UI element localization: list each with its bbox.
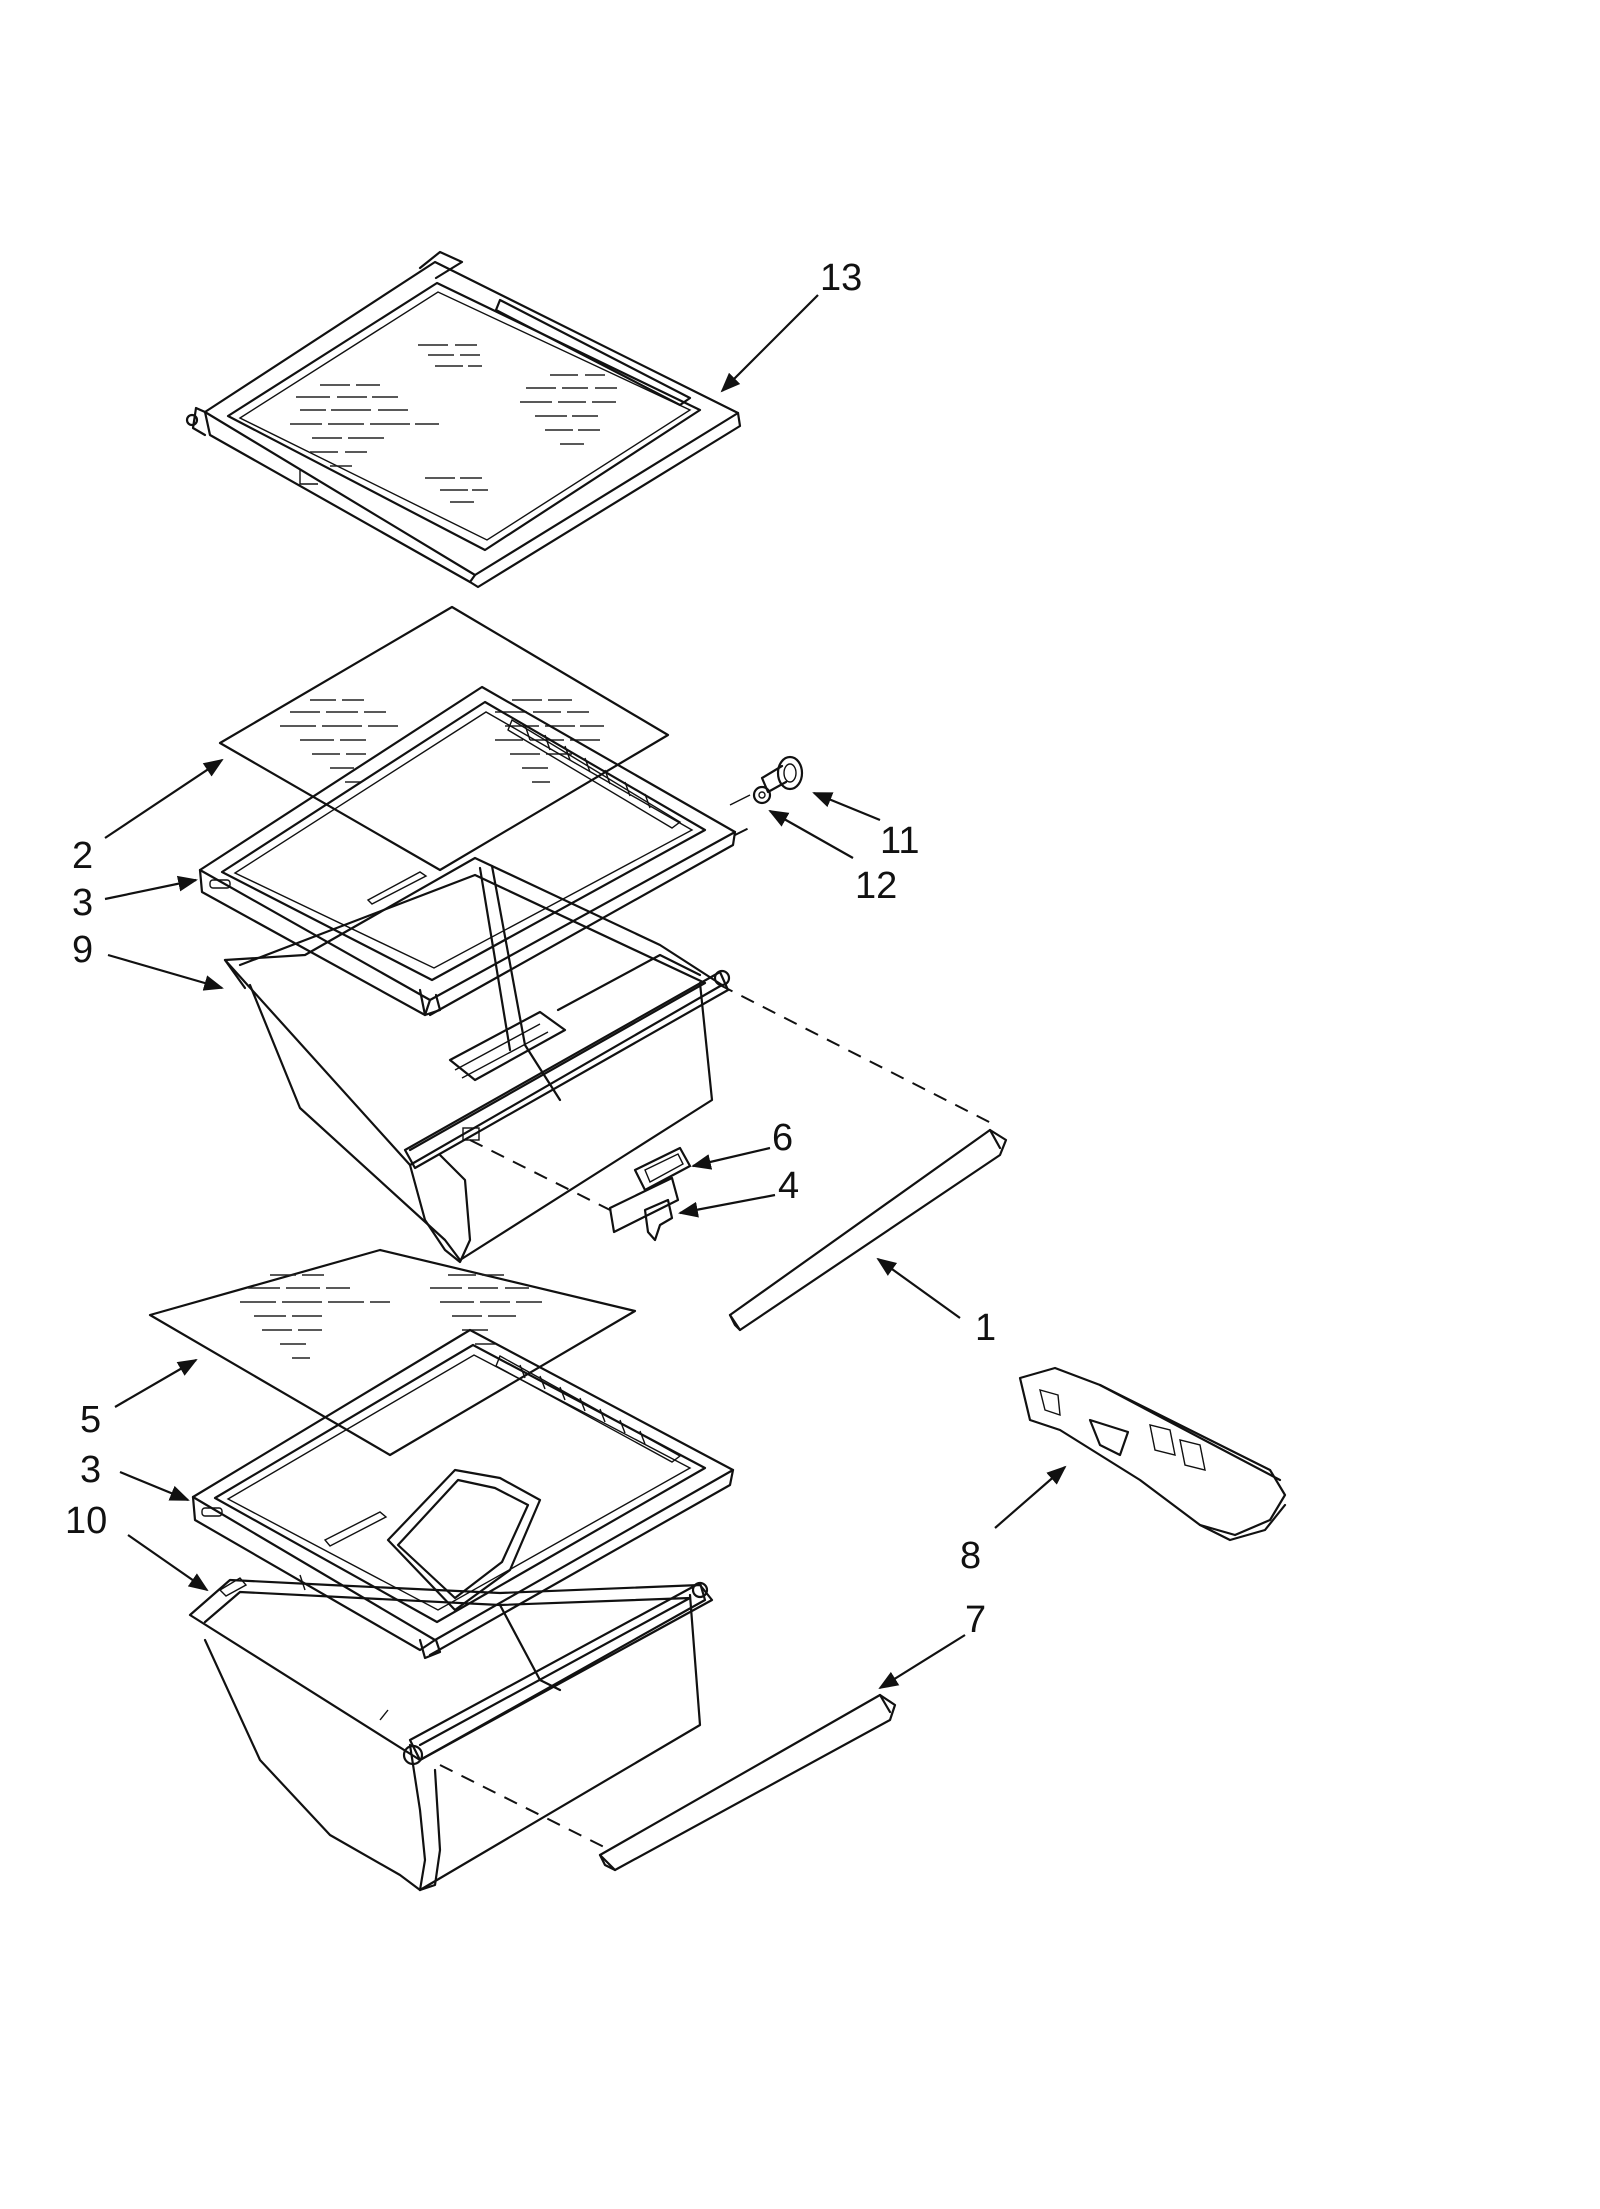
callout-10: 10 [65,1500,107,1542]
callout-labels: 13 2 3 9 11 12 6 4 1 5 3 10 8 7 [65,257,996,1641]
crisper-drawer-part-9 [223,856,731,1264]
screw-part-11 [760,755,804,794]
callout-6: 6 [772,1117,793,1159]
callout-9: 9 [72,929,93,971]
callout-3-upper: 3 [72,882,93,924]
glass-shelf-part-5 [148,1248,637,1457]
callout-3-lower: 3 [80,1449,101,1491]
callout-11: 11 [880,820,919,862]
leader-lines [104,294,1067,1690]
callout-8: 8 [960,1535,981,1577]
callout-5: 5 [80,1399,101,1441]
callout-12: 12 [855,865,897,907]
hardware-connector [729,794,751,806]
washer-part-12 [752,785,772,805]
divider-part-4 [608,1176,680,1242]
trim-part-7 [598,1693,897,1872]
assembly-lines [439,824,996,1851]
callout-13: 13 [820,257,862,299]
clip-part-6 [633,1146,692,1192]
callout-7: 7 [965,1599,986,1641]
callout-2: 2 [72,835,93,877]
glass-pattern-13 [290,344,617,503]
bracket-part-8 [1018,1366,1287,1542]
callout-1: 1 [975,1307,996,1349]
crisper-frame-part-3-upper [198,685,737,1017]
crisper-frame-part-3-lower [191,1328,735,1660]
crisper-drawer-part-10 [188,1574,714,1892]
shelf-assembly-part-13 [185,250,742,589]
trim-part-1 [728,1128,1008,1332]
glass-pattern-5 [240,1274,542,1359]
callout-4: 4 [778,1165,799,1207]
